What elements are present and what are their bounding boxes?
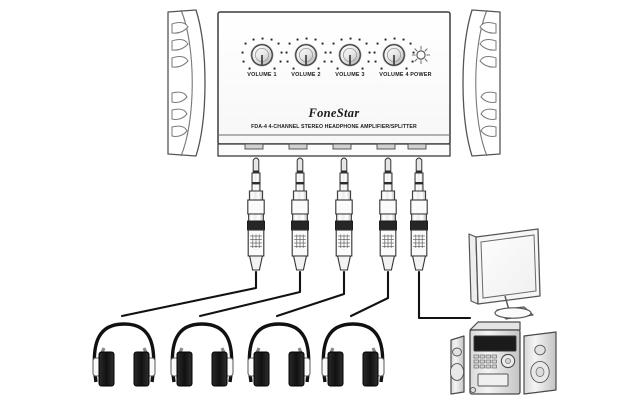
flat-screen-tv	[468, 228, 541, 320]
woofer	[449, 363, 465, 381]
volume-knob-4-label: VOLUME 4	[379, 72, 409, 78]
knob-scale-dots	[373, 37, 415, 70]
power-label: POWER	[410, 72, 432, 78]
knob-scale-dots	[241, 37, 283, 70]
headphone-set-3	[247, 322, 311, 387]
display-panel	[473, 335, 517, 352]
headphone-group	[92, 322, 385, 387]
ear-cup-left	[176, 351, 193, 387]
control-buttons	[473, 354, 497, 369]
ear-cup-left	[327, 351, 344, 387]
headphone-set-4	[321, 322, 385, 387]
ear-cup-right	[211, 351, 228, 387]
volume-knob-3-label: VOLUME 3	[335, 72, 365, 78]
rack-ear-left	[167, 9, 206, 157]
unit-top	[469, 321, 521, 331]
ear-cup-right	[362, 351, 379, 387]
headphone-set-2	[170, 322, 234, 387]
trs-jack-plug-1	[246, 157, 265, 271]
tweeter	[452, 347, 462, 357]
volume-knob-2-label: VOLUME 2	[291, 72, 321, 78]
hifi-stereo-system	[449, 321, 557, 395]
trs-jack-plug-group	[246, 157, 428, 271]
rack-ear-right	[462, 9, 501, 157]
cable-to-headphone-3	[275, 270, 346, 318]
trs-jack-plug-3	[334, 157, 353, 271]
stereo-speaker-left	[449, 335, 465, 395]
cable-group	[120, 270, 472, 320]
model-description: FDA-4 4-CHANNEL STEREO HEADPHONE AMPLIFI…	[251, 124, 417, 130]
volume-knob-4[interactable]	[373, 37, 415, 70]
output-jack-socket	[244, 143, 427, 150]
power-led-icon	[411, 45, 431, 65]
cable-to-headphone-4	[349, 270, 390, 318]
cable-to-headphone-2	[198, 270, 302, 318]
volume-knob-1-label: VOLUME 1	[247, 72, 277, 78]
ear-cup-right	[288, 351, 305, 387]
amplifier-output-strip	[217, 143, 451, 157]
headphone-set-1	[92, 322, 156, 387]
ear-cup-left	[253, 351, 270, 387]
tv-screen	[480, 234, 537, 299]
disc-tray	[477, 373, 509, 387]
power-button	[469, 386, 477, 394]
knob-scale-dots	[285, 37, 327, 70]
tv-base-ellipse	[494, 307, 532, 319]
stereo-speaker-right	[523, 331, 557, 395]
tweeter	[534, 344, 546, 356]
ear-cup-left	[98, 351, 115, 387]
trs-jack-plug-2	[290, 157, 309, 271]
volume-knob-group[interactable]	[241, 37, 415, 70]
volume-knob-1[interactable]	[241, 37, 283, 70]
trs-jack-plug-4	[378, 157, 397, 271]
brand-logo: FoneStar	[307, 106, 359, 120]
stereo-center-unit	[469, 321, 521, 395]
cable-to-headphone-1	[120, 270, 258, 318]
cable-to-stereo	[417, 270, 472, 320]
ear-cup-right	[133, 351, 150, 387]
trs-jack-plug-5	[409, 157, 428, 271]
volume-knob-3[interactable]	[329, 37, 371, 70]
knob-scale-dots	[329, 37, 371, 70]
headphone-amplifier-unit[interactable]: VOLUME 1 VOLUME 2 VOLUME 3 VOLUME 4 POWE…	[217, 11, 451, 157]
volume-knob-2[interactable]	[285, 37, 327, 70]
